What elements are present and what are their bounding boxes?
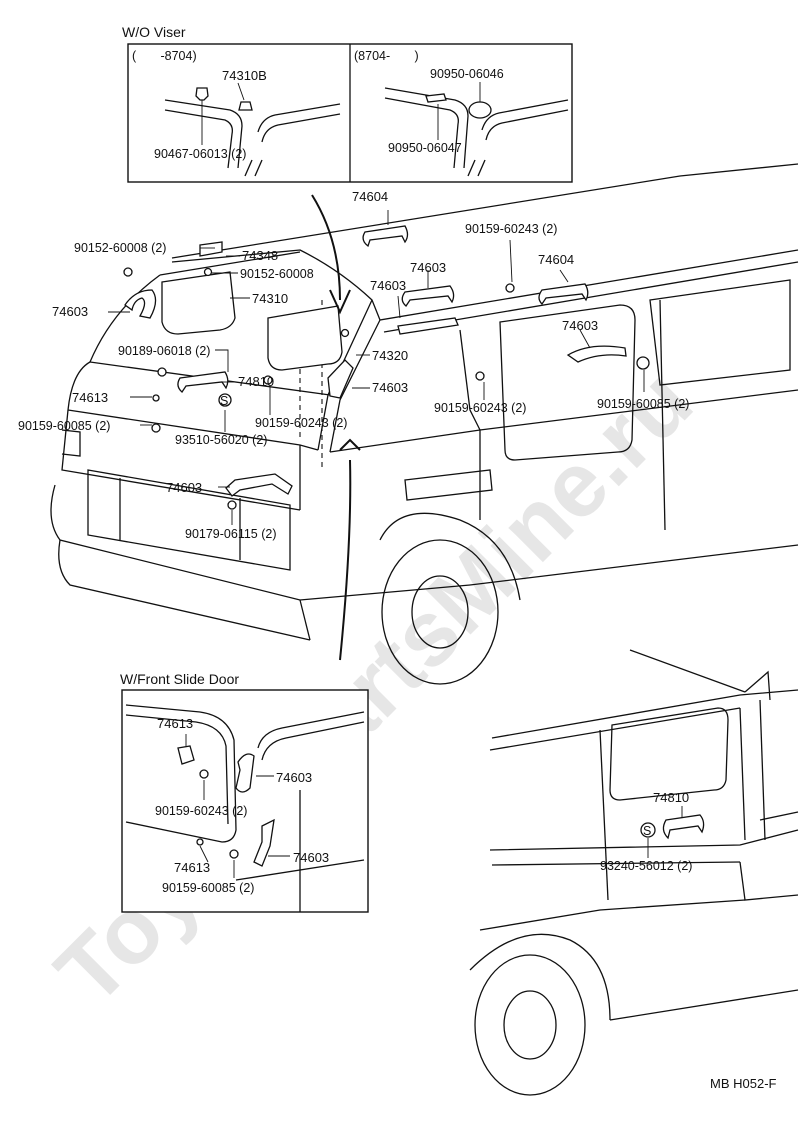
inset-left-range: ( -8704) [132, 49, 197, 63]
inset-slide-door-title: W/Front Slide Door [120, 671, 239, 687]
label-90159-60085-left: 90159-60085 (2) [18, 419, 110, 433]
inset-wo-viser-title: W/O Viser [122, 24, 186, 40]
label-90159-60085-side: 90159-60085 (2) [597, 397, 689, 411]
label-74603-front: 74603 [166, 480, 202, 495]
label-74603-roof-b: 74603 [370, 278, 406, 293]
label-74348: 74348 [242, 248, 278, 263]
inset-right-part-top: 90950-06046 [430, 67, 504, 81]
label-74613: 74613 [72, 390, 108, 405]
reference-arrows [311, 194, 361, 661]
inset-wo-viser: W/O Viser ( -8704) (8704- ) 74310B 90467… [122, 24, 573, 183]
label-90159-60243-mid: 90159-60243 (2) [255, 416, 347, 430]
label-74603-mid: 74603 [372, 380, 408, 395]
inset-right-range: (8704- ) [354, 49, 419, 63]
label-90152-60008-right: 90152-60008 [240, 267, 314, 281]
label-90189: 90189-06018 (2) [118, 344, 210, 358]
van-rear-drawing: S 74810 93240-56012 (2) [469, 649, 799, 1096]
label-90159-60243-side: 90159-60243 (2) [434, 401, 526, 415]
label-74810: 74810 [238, 374, 274, 389]
svg-text:S: S [220, 394, 228, 408]
sun-visor-left [161, 271, 236, 335]
figure-code: MB H052-F [710, 1076, 777, 1091]
sun-visor-right [267, 305, 343, 371]
leader-lines [108, 210, 645, 525]
label-74603-left: 74603 [52, 304, 88, 319]
rear-label-74810: 74810 [653, 790, 689, 805]
inset-right-part-bottom: 90950-06047 [388, 141, 462, 155]
assist-grip-parts [124, 225, 627, 497]
slide-door-label-90159-60085: 90159-60085 (2) [162, 881, 254, 895]
main-labels: 74604 90152-60008 (2) 74348 90152-60008 … [18, 189, 689, 541]
slide-door-label-74613-b: 74613 [174, 860, 210, 875]
slide-door-label-74603-b: 74603 [293, 850, 329, 865]
svg-text:S: S [643, 824, 651, 838]
label-90179: 90179-06115 (2) [185, 527, 277, 541]
label-90152-60008-left: 90152-60008 (2) [74, 241, 166, 255]
inset-left-part-bottom: 90467-06013 (2) [154, 147, 246, 161]
inset-left-part-top: 74310B [222, 68, 267, 83]
label-74604-right: 74604 [538, 252, 574, 267]
label-74320: 74320 [372, 348, 408, 363]
slide-door-label-74613-a: 74613 [157, 716, 193, 731]
label-74603-side: 74603 [562, 318, 598, 333]
label-74604-top: 74604 [352, 189, 388, 204]
van-front-drawing [50, 163, 799, 685]
slide-door-label-74603-a: 74603 [276, 770, 312, 785]
inset-front-slide-door: W/Front Slide Door 74613 74603 90159-602… [120, 671, 369, 913]
label-90159-60243-top-right: 90159-60243 (2) [465, 222, 557, 236]
label-93510: 93510-56020 (2) [175, 433, 267, 447]
label-74310: 74310 [252, 291, 288, 306]
label-74603-roof-a: 74603 [410, 260, 446, 275]
rear-label-93240: 93240-56012 (2) [600, 859, 692, 873]
slide-door-label-90159-60243: 90159-60243 (2) [155, 804, 247, 818]
fasteners: S [123, 267, 650, 510]
